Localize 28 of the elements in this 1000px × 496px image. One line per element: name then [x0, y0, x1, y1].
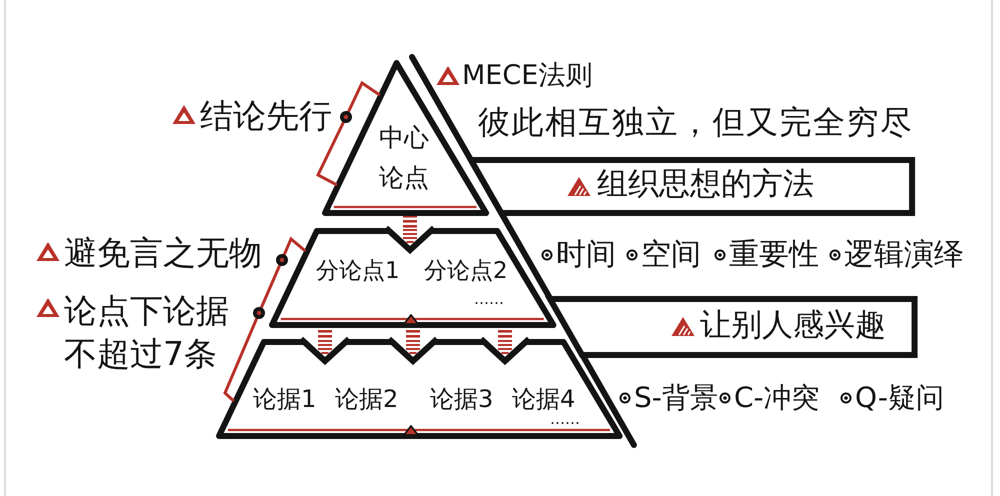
striped-arrow [386, 328, 440, 364]
striped-arrow [478, 328, 532, 364]
striped-arrow [298, 328, 352, 364]
heading-text: MECE法则 [462, 60, 592, 92]
banner-label: 组织思想的方法 [596, 167, 814, 203]
list-item: 重要性 [729, 238, 819, 272]
list-item: C-冲突 [734, 382, 820, 414]
ellipsis-text: …… [550, 411, 580, 428]
tier-label: 论据3 [430, 386, 494, 414]
list-item: 时间 [556, 238, 616, 272]
list-item: Q-疑问 [855, 382, 944, 414]
list-item: 空间 [641, 238, 701, 272]
banner-label: 让别人感兴趣 [700, 308, 886, 344]
annotation-text: 结论先行 [200, 97, 332, 135]
list-item: 逻辑演绎 [844, 238, 964, 272]
tier-label: 论据2 [334, 386, 398, 414]
striped-arrow [383, 216, 437, 253]
annotation-text: 论点下论据不超过7条 [64, 290, 230, 375]
tier-label: 论据1 [252, 386, 316, 414]
bracket-leader-line [223, 236, 306, 402]
tier-label: 分论点2 [424, 258, 508, 284]
tier-label: 中心论点 [378, 122, 430, 194]
tier-label: 分论点1 [316, 258, 400, 284]
list-item: S-背景 [634, 382, 718, 414]
tier-label: 论据4 [512, 386, 576, 414]
annotation-text: 避免言之无物 [64, 234, 262, 272]
description-text: 彼此相互独立，但又完全穷尽 [478, 104, 914, 141]
ellipsis-text: …… [474, 291, 504, 308]
